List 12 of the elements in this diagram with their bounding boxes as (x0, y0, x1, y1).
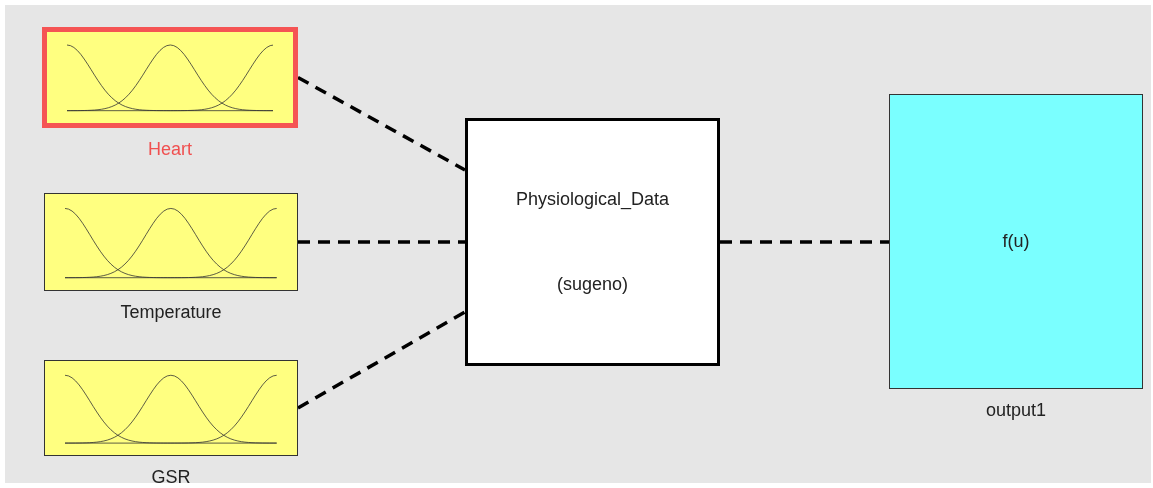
variable-label: output1 (984, 399, 1048, 421)
variable-label: Temperature (119, 301, 223, 323)
dashed-connector (297, 75, 466, 172)
dashed-connector (297, 310, 466, 410)
output-function-label: f(u) (1002, 230, 1030, 253)
system-label: Physiological_Data (515, 188, 670, 212)
dashed-connector (720, 240, 889, 244)
system-label: (sugeno) (556, 273, 628, 296)
variable-label: Heart (147, 138, 193, 160)
dashed-connector (298, 240, 465, 244)
system-box (465, 118, 720, 366)
variable-label: GSR (150, 466, 192, 488)
